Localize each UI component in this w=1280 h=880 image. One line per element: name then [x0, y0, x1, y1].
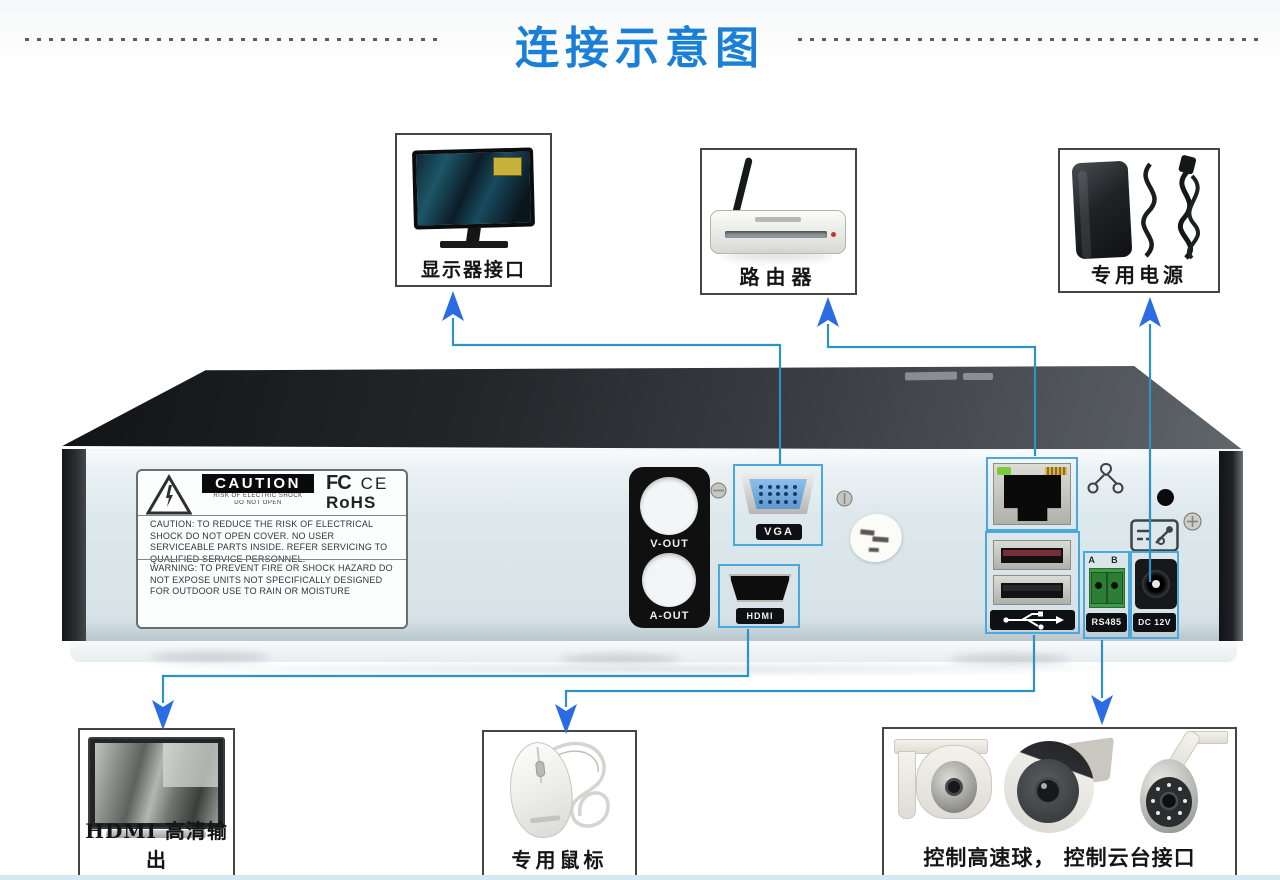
usb-icon [990, 610, 1075, 630]
box-display-interface: 显示器接口 [395, 133, 552, 287]
device-top-cover [62, 366, 1243, 451]
usb-port-top [993, 540, 1071, 570]
warning-text: WARNING: TO PREVENT FIRE OR SHOCK HAZARD… [138, 559, 406, 625]
box-router: 路由器 [700, 148, 857, 295]
usb-port-bottom [993, 575, 1071, 605]
box-power-supply: 专用电源 [1058, 148, 1220, 293]
caution-badge: CAUTION [202, 474, 314, 493]
mouse-image [484, 732, 635, 844]
ethernet-contacts [1045, 467, 1067, 475]
caution-text: CAUTION: TO REDUCE THE RISK OF ELECTRICA… [138, 515, 406, 564]
a-out-label: A-OUT [649, 610, 690, 622]
caution-badge-sub2: DO NOT OPEN [234, 500, 282, 506]
rj45-opening [1004, 475, 1061, 521]
caution-sticker: CAUTION RISK OF ELECTRIC SHOCK DO NOT OP… [136, 469, 408, 629]
av-out-panel: V-OUT A-OUT [629, 467, 710, 628]
v-out-label: V-OUT [650, 538, 689, 550]
vga-label: VGA [756, 524, 802, 540]
rs485-label: RS485 [1086, 613, 1127, 632]
dc-jack [1135, 559, 1177, 609]
caution-badge-sub1: RISK OF ELECTRIC SHOCK [213, 493, 303, 499]
dc-12v-port: DC 12V [1130, 551, 1179, 639]
box-hdmi-output-label: HDMI 高清输出 [85, 819, 228, 872]
box-display-interface-label: 显示器接口 [420, 259, 526, 281]
rs485-port: A B RS485 [1083, 551, 1130, 639]
power-adapter-image [1060, 150, 1218, 260]
box-power-supply-label: 专用电源 [1091, 263, 1187, 287]
reset-hole-icon [1157, 489, 1174, 506]
device-reflection [140, 660, 1160, 678]
vent-slot-icon [904, 371, 958, 381]
router-image [702, 150, 855, 262]
vga-port: VGA [733, 464, 823, 546]
title-dashed-line-right [798, 38, 1264, 41]
page-title: 连接示意图 [515, 24, 765, 73]
rs485-terminal-block [1089, 568, 1125, 608]
certification-marks: FC CE RoHS [326, 472, 389, 512]
bottom-edge-strip [0, 875, 1280, 880]
rohs-label: RoHS [326, 493, 377, 512]
vga-connector [741, 474, 815, 514]
ir-led-ring [1151, 783, 1187, 820]
usb-ports [985, 531, 1080, 634]
screw-icon [710, 482, 727, 499]
box-mouse-label: 专用鼠标 [511, 848, 608, 872]
ptz-camera-3-image [1126, 728, 1234, 841]
hdmi-port: HDMI [718, 564, 800, 628]
device-right-edge [1219, 451, 1243, 641]
screen-logo [493, 157, 522, 176]
ethernet-port [986, 457, 1078, 531]
v-out-port [640, 477, 698, 535]
monitor-image [397, 135, 550, 253]
ce-logo: CE [360, 474, 389, 493]
mouse-cable [551, 741, 610, 828]
box-mouse: 专用鼠标 [482, 730, 637, 878]
lan-topology-icon [1087, 462, 1124, 494]
title-dashed-line-left [25, 38, 445, 41]
hdmi-monitor-image [80, 730, 233, 844]
ptz-camera-2-image [1002, 733, 1117, 841]
caution-header: CAUTION RISK OF ELECTRIC SHOCK DO NOT OP… [138, 471, 406, 515]
box-cameras: 控制高速球， 控制云台接口 [882, 727, 1237, 877]
screw-icon [1183, 512, 1202, 531]
screw-icon [836, 490, 853, 507]
box-hdmi-output: HDMI 高清输出 [78, 728, 235, 878]
fcc-logo: FC [326, 472, 352, 494]
caution-badge-block: CAUTION RISK OF ELECTRIC SHOCK DO NOT OP… [202, 474, 314, 507]
dc-power-symbol-icon [1130, 519, 1179, 552]
ptz-camera-1-image [894, 735, 1004, 839]
dc-12v-label: DC 12V [1133, 613, 1176, 632]
power-cables [1141, 155, 1200, 260]
vent-slot-icon [963, 373, 993, 380]
box-cameras-label: 控制高速球， 控制云台接口 [923, 845, 1196, 870]
ethernet-led-icon [997, 467, 1011, 475]
rs485-ab-label: A B [1088, 555, 1125, 565]
a-out-port [642, 553, 696, 607]
hdmi-connector [729, 574, 791, 602]
device-left-edge [62, 449, 86, 641]
warning-triangle-icon [146, 474, 192, 515]
box-router-label: 路由器 [739, 265, 818, 289]
hdmi-label: HDMI [736, 608, 784, 624]
